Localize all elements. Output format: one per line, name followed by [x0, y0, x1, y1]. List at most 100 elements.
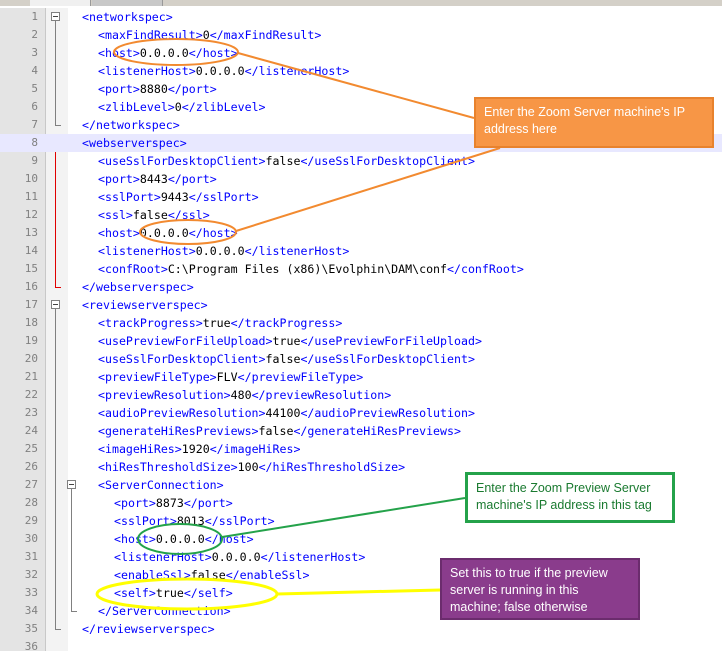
xml-tag: <port> — [98, 172, 140, 186]
code-line[interactable]: 4<listenerHost>0.0.0.0</listenerHost> — [0, 62, 722, 80]
xml-value: 44100 — [265, 406, 301, 420]
code-line[interactable]: 3<host>0.0.0.0</host> — [0, 44, 722, 62]
line-number: 14 — [24, 244, 38, 257]
xml-tag: </listenerHost> — [260, 550, 366, 564]
xml-value: false — [258, 424, 294, 438]
xml-value: 8873 — [155, 496, 184, 510]
line-number: 5 — [31, 82, 38, 95]
fold-guide — [71, 489, 72, 611]
code-text: <audioPreviewResolution>44100</audioPrev… — [98, 404, 475, 422]
code-text: <ssl>false</ssl> — [98, 206, 210, 224]
code-text: <trackProgress>true</trackProgress> — [98, 314, 342, 332]
code-line[interactable]: 27<ServerConnection> — [0, 476, 722, 494]
xml-tag: </maxFindResult> — [209, 28, 322, 42]
code-line[interactable]: 17<reviewserverspec> — [0, 296, 722, 314]
xml-tag: <trackProgress> — [98, 316, 203, 330]
code-line[interactable]: 9<useSslForDesktopClient>false</useSslFo… — [0, 152, 722, 170]
code-line[interactable]: 22<previewResolution>480</previewResolut… — [0, 386, 722, 404]
code-text: <sslPort>8013</sslPort> — [114, 512, 275, 530]
fold-end — [71, 611, 77, 612]
xml-tag: <port> — [114, 496, 156, 510]
xml-tag: </port> — [167, 172, 217, 186]
code-line[interactable]: 35</reviewserverspec> — [0, 620, 722, 638]
line-number: 19 — [24, 334, 38, 347]
xml-tag: </ssl> — [167, 208, 210, 222]
code-line[interactable]: 12<ssl>false</ssl> — [0, 206, 722, 224]
xml-value: 0 — [174, 100, 182, 114]
code-line[interactable]: 14 <listenerHost>0.0.0.0</listenerHost> — [0, 242, 722, 260]
xml-value: true — [272, 334, 301, 348]
xml-tag: <useSslForDesktopClient> — [98, 154, 266, 168]
line-number: 6 — [31, 100, 38, 113]
line-number: 22 — [24, 388, 38, 401]
code-text: <enableSsl>false</enableSsl> — [114, 566, 309, 584]
fold-end — [55, 125, 61, 126]
xml-tag: <listenerHost> — [98, 64, 196, 78]
code-text: </webserverspec> — [82, 278, 194, 296]
code-line[interactable]: 11<sslPort>9443</sslPort> — [0, 188, 722, 206]
line-number: 13 — [24, 226, 38, 239]
xml-tag: </usePreviewForFileUpload> — [300, 334, 482, 348]
xml-tag: </host> — [188, 226, 238, 240]
line-number: 20 — [24, 352, 38, 365]
xml-tag: <zlibLevel> — [98, 100, 175, 114]
code-text: <sslPort>9443</sslPort> — [98, 188, 259, 206]
xml-tag: </port> — [167, 82, 217, 96]
code-text: <previewFileType>FLV</previewFileType> — [98, 368, 363, 386]
line-number: 10 — [24, 172, 38, 185]
xml-tag: </sslPort> — [204, 514, 275, 528]
code-text: </ServerConnection> — [98, 602, 231, 620]
code-line[interactable]: 1 <networkspec> — [0, 8, 722, 26]
file-tab[interactable] — [92, 0, 163, 6]
code-line[interactable]: 28<port>8873</port> — [0, 494, 722, 512]
xml-value: 1920 — [181, 442, 210, 456]
code-line[interactable]: 7</networkspec> — [0, 116, 722, 134]
xml-tag: </previewFileType> — [237, 370, 364, 384]
xml-value: C:\Program Files (x86)\Evolphin\DAM\conf — [167, 262, 448, 276]
xml-tag: <sslPort> — [114, 514, 177, 528]
xml-tag: <listenerHost> — [98, 244, 196, 258]
fold-guide — [55, 309, 56, 629]
fold-toggle-reviewserverspec[interactable] — [51, 300, 60, 309]
code-text: <self>true</self> — [114, 584, 233, 602]
code-line[interactable]: 20<useSslForDesktopClient>false</useSslF… — [0, 350, 722, 368]
file-tab[interactable] — [30, 0, 91, 6]
line-number: 18 — [24, 316, 38, 329]
code-line[interactable]: 24<generateHiResPreviews>false</generate… — [0, 422, 722, 440]
code-line[interactable]: 23 <audioPreviewResolution>44100</audioPr… — [0, 404, 722, 422]
code-text: <zlibLevel>0</zlibLevel> — [98, 98, 266, 116]
code-line[interactable]: 26<hiResThresholdSize>100</hiResThreshol… — [0, 458, 722, 476]
line-number: 2 — [31, 28, 38, 41]
code-text: <networkspec> — [82, 8, 173, 26]
code-text: <host>0.0.0.0</host> — [98, 224, 238, 242]
code-line[interactable]: 36 — [0, 638, 722, 656]
xml-tag: <useSslForDesktopClient> — [98, 352, 266, 366]
code-line[interactable]: 15<confRoot>C:\Program Files (x86)\Evolp… — [0, 260, 722, 278]
xml-tag: <host> — [98, 226, 140, 240]
line-number: 3 — [31, 46, 38, 59]
xml-tag: </self> — [183, 586, 233, 600]
code-line[interactable]: 30<host>0.0.0.0</host> — [0, 530, 722, 548]
xml-tag: <host> — [114, 532, 156, 546]
xml-value: false — [265, 352, 301, 366]
xml-value: 0.0.0.0 — [155, 532, 205, 546]
xml-tag: </trackProgress> — [230, 316, 343, 330]
code-line[interactable]: 16</webserverspec> — [0, 278, 722, 296]
line-number: 23 — [24, 406, 38, 419]
code-line[interactable]: 25<imageHiRes>1920</imageHiRes> — [0, 440, 722, 458]
code-line[interactable]: 13 <host>0.0.0.0</host> — [0, 224, 722, 242]
xml-tag: </listenerHost> — [244, 244, 350, 258]
code-line[interactable]: 18 <trackProgress>true</trackProgress> — [0, 314, 722, 332]
callout-self-flag: Set this to true if the preview server i… — [440, 558, 640, 620]
code-line[interactable]: 10<port>8443</port> — [0, 170, 722, 188]
code-line[interactable]: 19<usePreviewForFileUpload>true</usePrev… — [0, 332, 722, 350]
xml-value: 0.0.0.0 — [195, 244, 245, 258]
line-number: 1 — [31, 10, 38, 23]
code-line[interactable]: 31<listenerHost>0.0.0.0</listenerHost> — [0, 548, 722, 566]
code-line[interactable]: 2<maxFindResult>0</maxFindResult> — [0, 26, 722, 44]
code-line[interactable]: 5<port>8880</port> — [0, 80, 722, 98]
code-line[interactable]: 21<previewFileType>FLV</previewFileType> — [0, 368, 722, 386]
xml-value: true — [155, 586, 184, 600]
fold-toggle-networkspec[interactable] — [51, 12, 60, 21]
fold-toggle-serverconnection[interactable] — [67, 480, 76, 489]
